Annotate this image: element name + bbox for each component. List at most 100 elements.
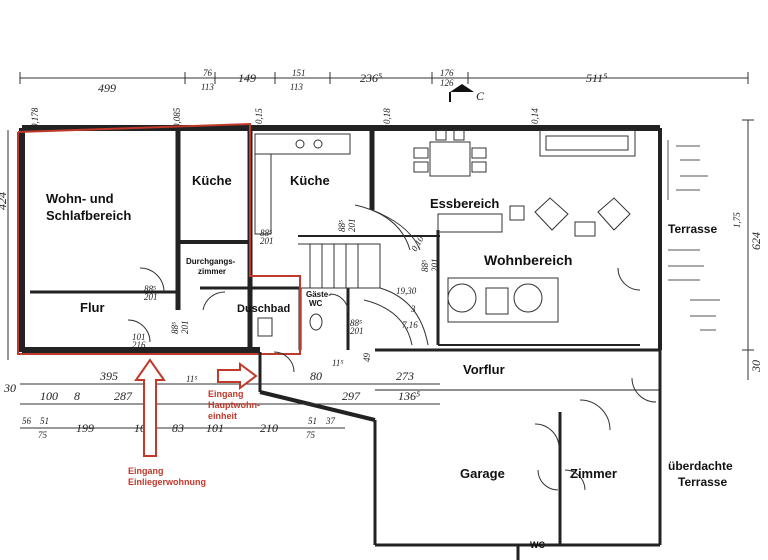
door-dim-5b: 201: [347, 219, 357, 233]
door-swings: [127, 267, 641, 373]
dim-018: 0,18: [382, 108, 392, 124]
dim-100: 100: [40, 389, 58, 403]
room-flur: Flur: [80, 300, 105, 315]
entrance-einlieger-arrow-icon: [134, 358, 166, 457]
dim-51-b: 51: [308, 416, 317, 426]
top-dimension-chain: [19, 72, 749, 84]
label-eingang-einlieger-1: Eingang: [128, 466, 164, 476]
label-eingang-haupt-3: einheit: [208, 411, 237, 421]
dining-table: [413, 129, 487, 177]
dim-0178: 0,178: [30, 107, 40, 128]
outer-walls: [19, 125, 662, 353]
dim-395: 395: [99, 369, 118, 383]
dim-297: 297: [342, 389, 361, 403]
door-dim-4b: 216: [132, 340, 146, 350]
dim-499: 499: [98, 81, 116, 95]
stair-number: 3: [410, 304, 416, 314]
dim-113-b: 113: [290, 82, 303, 92]
dim-236: 236⁵: [360, 71, 382, 85]
dim-left-30: 30: [3, 381, 16, 395]
room-ueberdachte-line2: Terrasse: [678, 475, 727, 489]
sofa: [534, 129, 636, 237]
dim-287: 287: [114, 389, 133, 403]
north-arrow-icon: [449, 84, 474, 102]
room-duschbad: Duschbad: [237, 303, 290, 315]
dim-8: 8: [74, 389, 80, 403]
dim-1365: 136⁵: [398, 389, 420, 403]
garage-door-swings: [534, 377, 657, 491]
room-ueberdachte-line1: überdachte: [668, 459, 733, 473]
lower-walls: [258, 350, 662, 560]
door-dim-6b: 201: [430, 259, 440, 273]
dim-273: 273: [396, 369, 414, 383]
room-gaeste-line1: Gäste-: [306, 290, 331, 299]
door-dim-115: 11⁵: [332, 358, 343, 368]
label-eingang-haupt-2: Hauptwohn-: [208, 400, 260, 410]
door-dim-7a: 88⁵: [350, 318, 362, 328]
dim-75-a: 75: [38, 430, 48, 440]
dim-75-b: 75: [306, 430, 316, 440]
dim-176: 176: [440, 68, 454, 78]
stair-dim-716: 7,16: [402, 320, 418, 330]
dim-151: 151: [292, 68, 306, 78]
dim-511: 511⁵: [586, 71, 607, 85]
stair-dim-1930: 19,30: [396, 286, 417, 296]
label-eingang-haupt-1: Eingang: [208, 389, 244, 399]
dim-83: 83: [172, 421, 184, 435]
dim-126: 126: [440, 78, 454, 88]
room-gaeste-line2: WC: [309, 299, 323, 308]
bottom-dimension-chain: [20, 383, 440, 429]
dim-175: 1,75: [732, 212, 742, 228]
room-durchgang-line1: Durchgangs-: [186, 257, 236, 266]
dim-0085: 0,085: [172, 107, 182, 128]
room-terrasse: Terrasse: [668, 222, 717, 236]
door-dim-1a: 88⁵: [144, 284, 156, 294]
staircase: [298, 204, 429, 346]
door-dim-5a: 88⁵: [337, 220, 347, 232]
dim-624: 624: [749, 232, 763, 250]
door-dim-1b: 201: [144, 292, 158, 302]
dim-76: 76: [203, 68, 213, 78]
room-zimmer: Zimmer: [570, 466, 617, 481]
dim-199: 199: [76, 421, 94, 435]
sideboard: [437, 205, 525, 233]
dim-right-30: 30: [749, 360, 763, 373]
dim-210: 210: [260, 421, 278, 435]
entrance-haupt-arrow-icon: [217, 362, 258, 390]
dim-113-a: 113: [201, 82, 214, 92]
kitchen-counter: [254, 133, 351, 235]
room-essbereich: Essbereich: [430, 196, 499, 211]
room-durchgang-line2: zimmer: [198, 267, 226, 276]
dim-51-a: 51: [40, 416, 49, 426]
dim-56: 56: [22, 416, 32, 426]
door-dim-7b: 201: [350, 326, 364, 336]
north-label: C: [476, 89, 485, 103]
bathroom-fixtures: [257, 313, 323, 337]
terrace-paving: [667, 140, 720, 331]
room-kueche-left: Küche: [192, 173, 232, 188]
door-dim-2b: 201: [180, 321, 190, 335]
einliegerwohnung-outline: [17, 122, 301, 355]
dim-015: 0,15: [254, 108, 264, 124]
dim-149: 149: [238, 71, 256, 85]
room-kueche-mid: Küche: [290, 173, 330, 188]
label-eingang-einlieger-2: Einliegerwohnung: [128, 477, 206, 487]
door-dim-3a: 88⁵: [260, 228, 272, 238]
door-dim-4a: 101: [132, 332, 146, 342]
room-garage: Garage: [460, 466, 505, 481]
coffee-table: [447, 277, 559, 323]
room-wc: WC: [530, 540, 545, 550]
dim-014: 0,14: [530, 108, 540, 124]
room-vorflur: Vorflur: [463, 362, 505, 377]
door-dim-2a: 88⁵: [170, 322, 180, 334]
right-dimension-chain: [742, 119, 754, 380]
interior-walls: [30, 128, 640, 350]
room-wohnbereich: Wohnbereich: [484, 252, 572, 268]
door-dim-3b: 201: [260, 236, 274, 246]
dim-37: 37: [325, 416, 336, 426]
dim-115-a: 11⁵: [186, 374, 197, 384]
room-wohn-schlaf-line2: Schlafbereich: [46, 208, 131, 223]
dim-424: 424: [0, 192, 9, 210]
dim-80: 80: [310, 369, 322, 383]
